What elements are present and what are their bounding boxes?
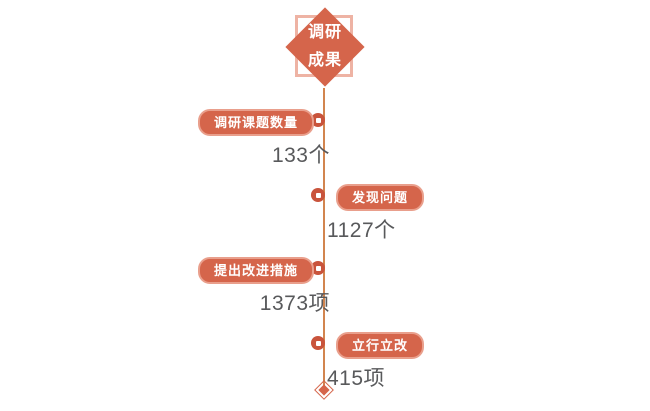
header-title: 调研 成果 <box>307 24 342 69</box>
timeline-item-label[interactable]: 调研课题数量 <box>197 109 314 136</box>
dot-marker-icon <box>311 261 325 275</box>
timeline-row: 发现问题 1127个 <box>0 184 650 248</box>
timeline-row: 提出改进措施 1373项 <box>0 257 650 321</box>
timeline-item-label[interactable]: 提出改进措施 <box>197 257 314 284</box>
header-diamond-node: 调研 成果 <box>281 3 369 91</box>
timeline-item-value: 1127个 <box>327 219 396 242</box>
timeline-item-value: 133个 <box>271 144 330 167</box>
timeline-item-label[interactable]: 发现问题 <box>336 184 425 211</box>
dot-marker-icon <box>311 188 325 202</box>
dot-marker-icon <box>311 336 325 350</box>
timeline-item-value: 415项 <box>327 367 386 390</box>
timeline-spine <box>323 88 325 386</box>
timeline-row: 调研课题数量 133个 <box>0 109 650 173</box>
timeline-item-value: 1373项 <box>259 292 330 315</box>
timeline-row: 立行立改 415项 <box>0 332 650 396</box>
timeline-item-label[interactable]: 立行立改 <box>336 332 425 359</box>
dot-marker-icon <box>311 113 325 127</box>
